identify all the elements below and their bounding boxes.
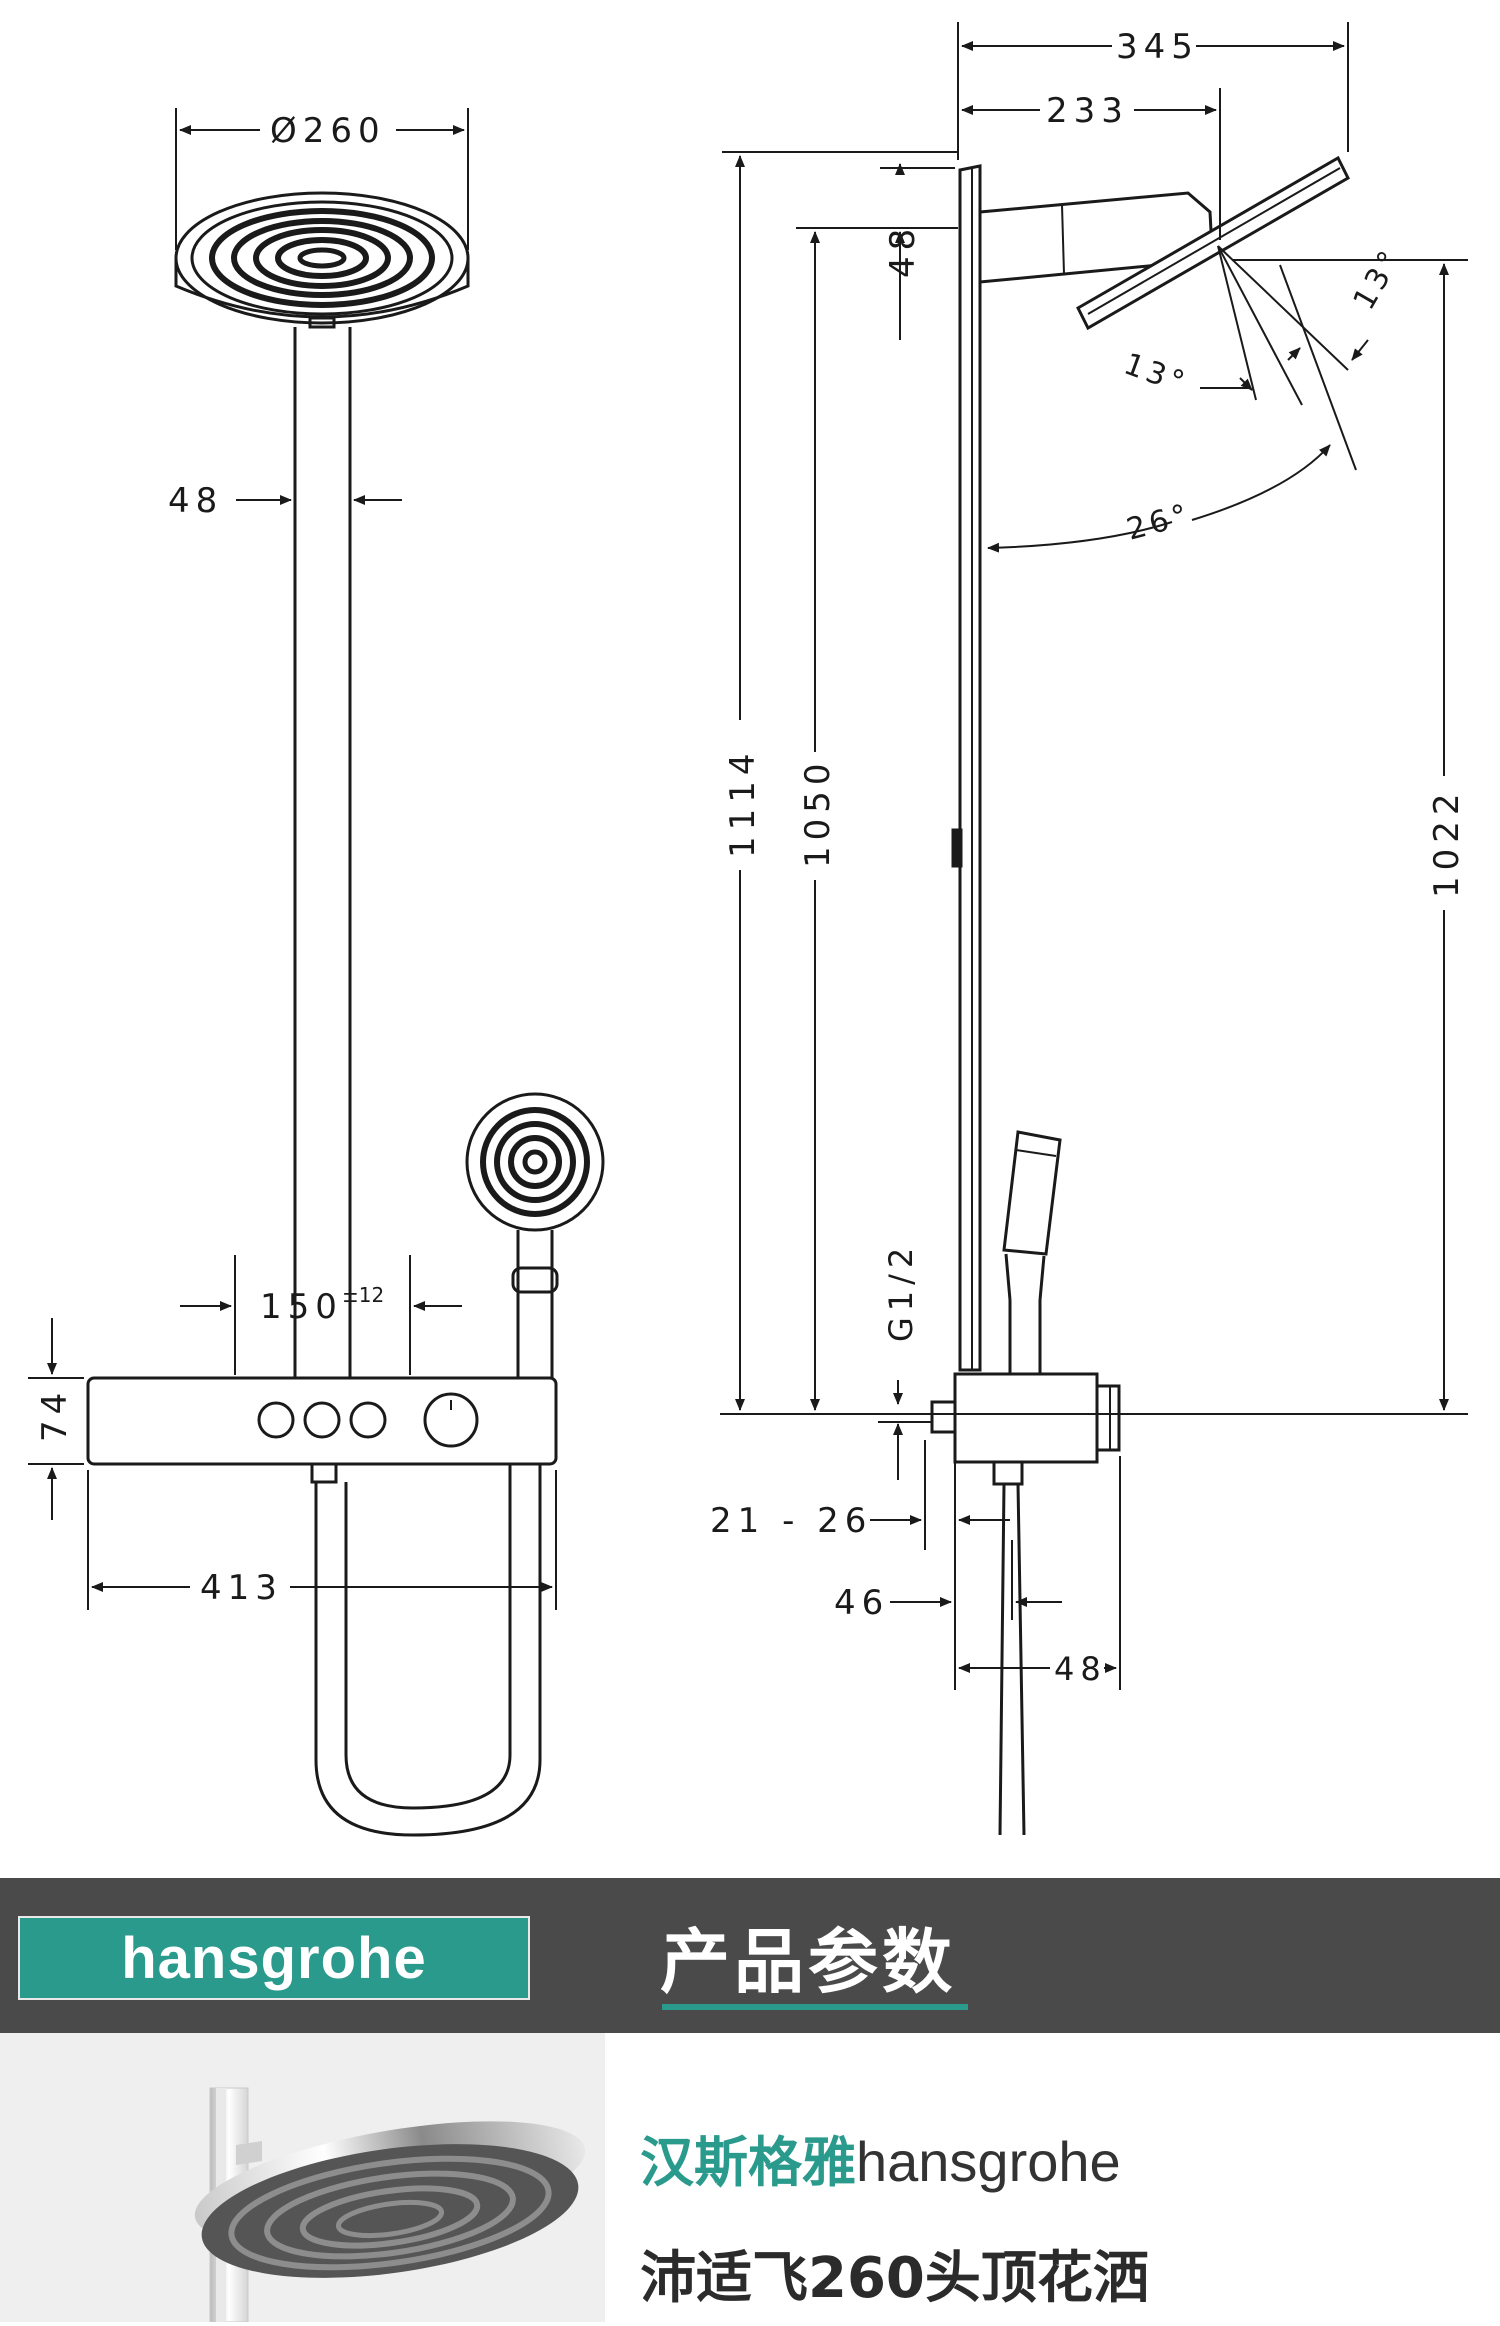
front-dimension-labels: Ø260 48 150 ±12 74 413 bbox=[35, 111, 386, 1608]
angle-left-label: 13° bbox=[1119, 347, 1192, 402]
title-underline bbox=[662, 2004, 968, 2010]
shower-head-photo bbox=[194, 2087, 586, 2323]
bottom-left-label: 46 bbox=[834, 1583, 889, 1623]
brand-name-cn: 汉斯格雅 bbox=[640, 2131, 856, 2194]
angle-total-label: 26° bbox=[1123, 497, 1195, 548]
brand-line: 汉斯格雅hansgrohe bbox=[640, 2118, 1121, 2197]
logo-text: hansgrohe bbox=[121, 1925, 427, 1991]
technical-drawing: Ø260 48 150 ±12 74 413 bbox=[28, 22, 1468, 1837]
pipe-width-label: 48 bbox=[168, 481, 223, 521]
side-dimensions bbox=[720, 22, 1468, 1690]
thread-label: G1/2 bbox=[882, 1242, 920, 1342]
product-section: 汉斯格雅hansgrohe 沛适飞260头顶花洒 bbox=[0, 2033, 1500, 2323]
spacing-tolerance: ±12 bbox=[342, 1283, 384, 1307]
spacing-label: 150 bbox=[260, 1287, 343, 1327]
height-total-label: 1114 bbox=[723, 747, 763, 858]
banner-title: 产品参数 bbox=[660, 1921, 956, 2003]
depth-label: 345 bbox=[1116, 27, 1199, 67]
top-offset-label: 48 bbox=[883, 223, 923, 278]
arm-label: 233 bbox=[1046, 91, 1129, 131]
product-photo bbox=[0, 2033, 605, 2323]
product-name: 沛适飞260头顶花洒 bbox=[640, 2246, 1149, 2311]
angle-right-label: 13° bbox=[1347, 242, 1410, 316]
hand-shower-front bbox=[465, 1092, 605, 1378]
height-head-label: 1022 bbox=[1427, 787, 1467, 898]
width-label: 413 bbox=[200, 1568, 283, 1608]
front-view bbox=[86, 191, 605, 1837]
spec-banner: hansgrohe 产品参数 bbox=[0, 1878, 1500, 2033]
hansgrohe-logo: hansgrohe bbox=[18, 1916, 530, 2000]
bottom-right-label: 48 bbox=[1054, 1650, 1107, 1688]
height-rail-label: 1050 bbox=[798, 757, 838, 868]
front-dimensions bbox=[28, 108, 557, 1610]
diameter-label: Ø260 bbox=[270, 111, 386, 151]
brand-name-en: hansgrohe bbox=[856, 2130, 1121, 2193]
side-view bbox=[930, 155, 1357, 1836]
wall-offset-label: 21 - 26 bbox=[710, 1501, 872, 1541]
side-dimension-labels: 345 233 48 1114 1050 1022 13° 13° 26° G1… bbox=[710, 27, 1467, 1688]
overhead-shower-front bbox=[174, 191, 470, 329]
height-label: 74 bbox=[35, 1387, 75, 1442]
thermostat-front bbox=[86, 1376, 558, 1484]
